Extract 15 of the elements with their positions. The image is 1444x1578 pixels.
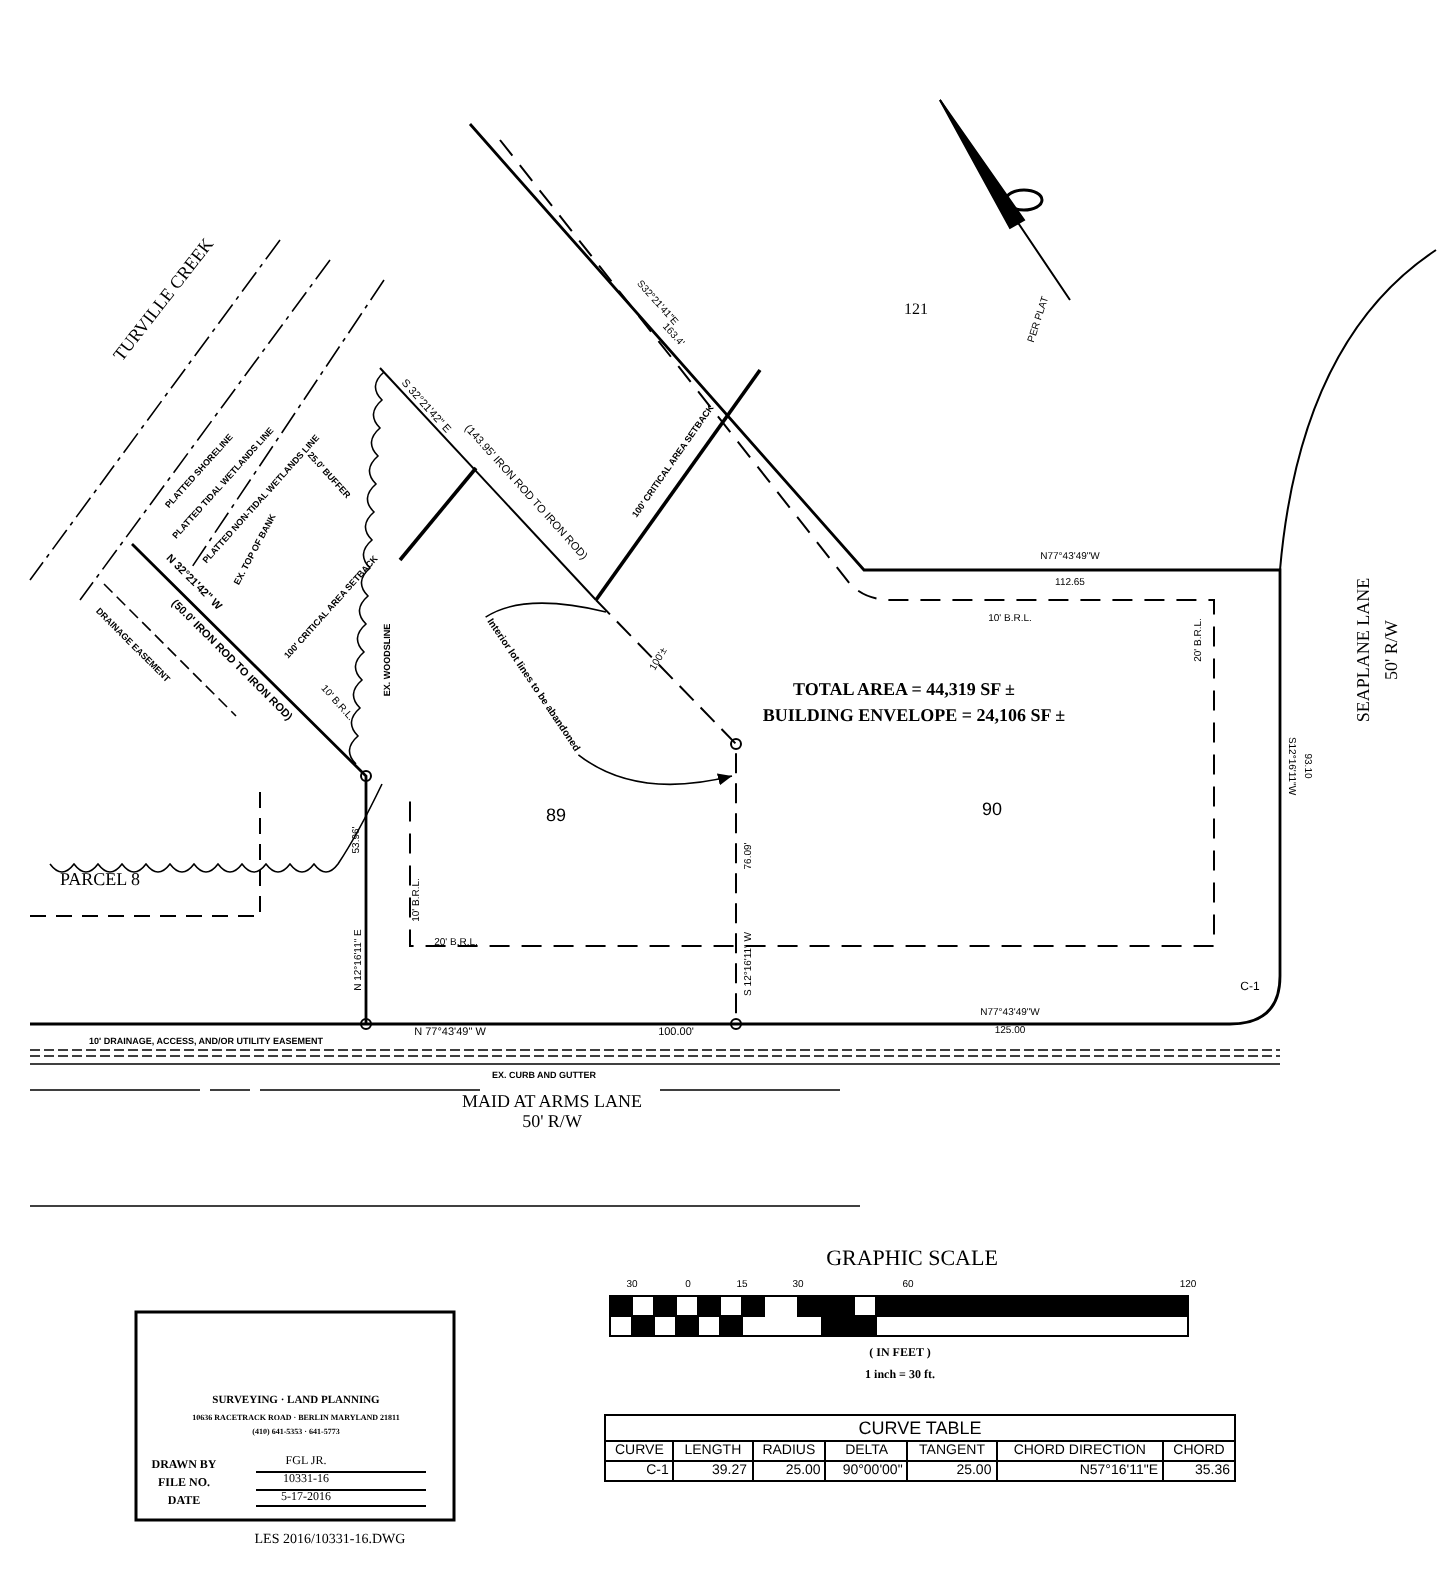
lot-number: 89: [546, 807, 566, 825]
lot-number: 90: [982, 801, 1002, 819]
leader-line: [484, 602, 607, 618]
table-title: CURVE TABLE: [605, 1415, 1235, 1441]
area-note: BUILDING ENVELOPE = 24,106 SF ±: [762, 707, 1066, 725]
lot-number: 121: [904, 302, 928, 318]
area-note: TOTAL AREA = 44,319 SF ±: [793, 681, 1015, 699]
right-of-way-label: 50' R/W: [522, 1113, 582, 1131]
right-of-way-label: 50' R/W: [1383, 620, 1401, 680]
scale-title: GRAPHIC SCALE: [826, 1249, 998, 1271]
parcel-label: PARCEL 8: [59, 871, 141, 889]
street-name: MAID AT ARMS LANE: [461, 1093, 643, 1111]
lot-line: [595, 599, 737, 1025]
street-name: SEAPLANE LANE: [1355, 577, 1373, 723]
leader-line: [577, 754, 733, 786]
